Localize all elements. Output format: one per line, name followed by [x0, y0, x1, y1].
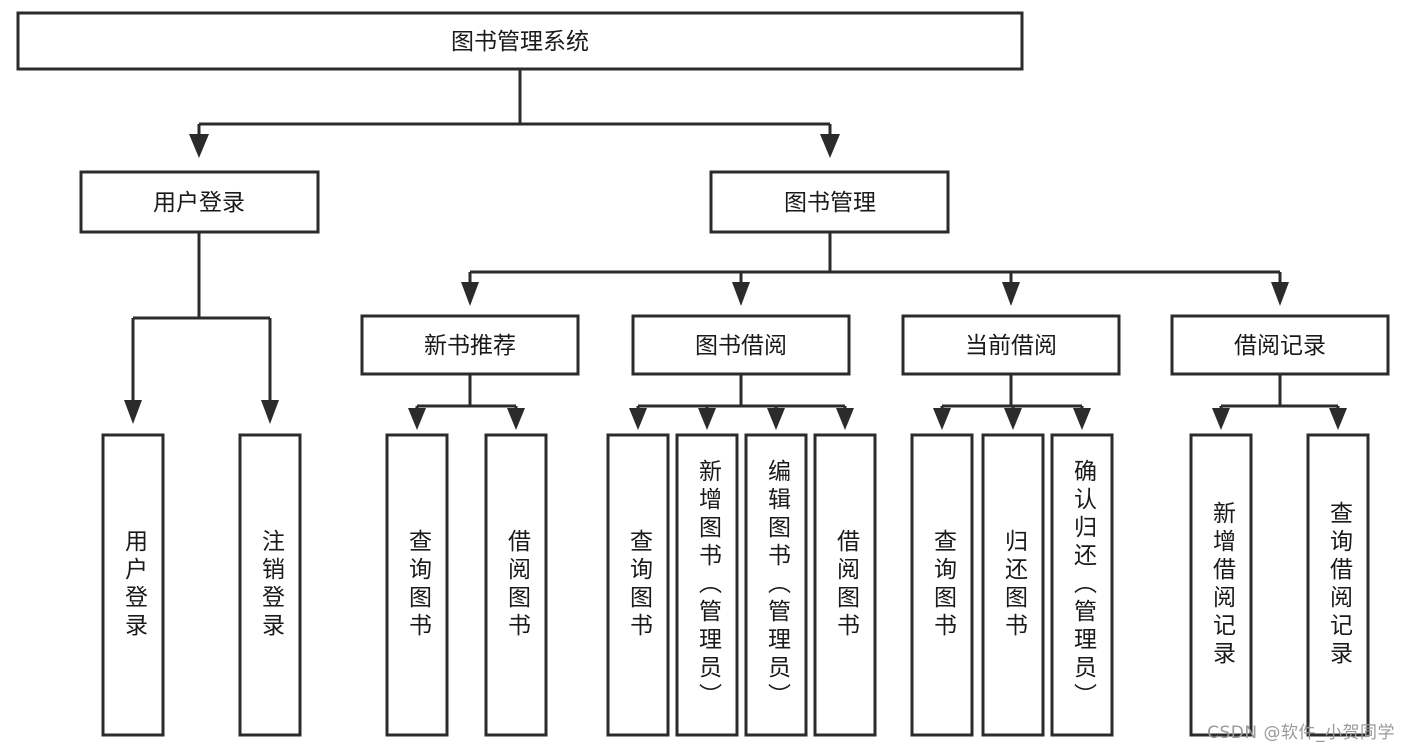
arrowhead-user-login — [189, 134, 209, 158]
arrowhead-leaf-query-borrow-record — [1329, 408, 1347, 430]
node-book-management[interactable]: 图书管理 — [709, 170, 950, 234]
arrowhead-leaf-edit-book-admin — [767, 408, 785, 430]
node-user-login-label: 用户登录 — [153, 190, 245, 216]
node-leaf-add-borrow-record-box[interactable] — [1189, 433, 1253, 737]
node-leaf-edit-book-admin-box[interactable] — [744, 433, 808, 737]
node-leaf-confirm-return-admin-box[interactable] — [1050, 433, 1114, 737]
node-book-borrow-label: 图书借阅 — [695, 333, 787, 359]
arrowhead-leaf-add-borrow-record — [1212, 408, 1230, 430]
node-leaf-logout-login-box[interactable] — [238, 433, 302, 737]
node-leaf-borrow-book-borrow-box[interactable] — [813, 433, 877, 737]
node-leaf-user-login-box[interactable] — [101, 433, 165, 737]
node-borrow-record-label: 借阅记录 — [1234, 333, 1326, 359]
connector-group-user-login-to-leaves — [124, 232, 279, 424]
node-new-book-recommend[interactable]: 新书推荐 — [360, 314, 580, 376]
arrowhead-leaf-query-book-borrow — [629, 408, 647, 430]
node-leaf-return-book-box[interactable] — [981, 433, 1045, 737]
arrowhead-leaf-user-login — [124, 400, 142, 424]
arrowhead-leaf-return-book — [1004, 408, 1022, 430]
arrowhead-leaf-confirm-return-admin — [1073, 408, 1091, 430]
node-current-borrow-label: 当前借阅 — [965, 333, 1057, 359]
arrowhead-borrow-record — [1271, 282, 1289, 306]
node-book-borrow[interactable]: 图书借阅 — [631, 314, 851, 376]
node-book-management-box[interactable] — [709, 170, 950, 234]
node-leaf-query-book-current-box[interactable] — [910, 433, 974, 737]
connector-group-book-borrow-to-leaves — [629, 374, 854, 430]
connector-group-borrow-record-to-leaves — [1212, 374, 1347, 430]
node-leaf-borrow-book-recommend-box[interactable] — [484, 433, 548, 737]
arrowhead-book-management — [820, 134, 840, 158]
node-root[interactable]: 图书管理系统 — [16, 11, 1024, 71]
node-leaf-query-book-borrow-box[interactable] — [606, 433, 670, 737]
arrowhead-current-borrow — [1002, 282, 1020, 306]
connector-group-new-book-recommend-to-leaves — [408, 374, 525, 430]
node-root-box[interactable] — [16, 11, 1024, 71]
node-book-borrow-box[interactable] — [631, 314, 851, 376]
node-leaf-query-borrow-record-box[interactable] — [1306, 433, 1370, 737]
connector-group-book-management-to-level3 — [461, 232, 1289, 306]
arrowhead-leaf-add-book-admin — [698, 408, 716, 430]
node-leaf-add-book-admin-box[interactable] — [675, 433, 739, 737]
arrowhead-leaf-borrow-book-recommend — [507, 408, 525, 430]
arrowhead-leaf-query-book-current — [933, 408, 951, 430]
arrowhead-leaf-query-book-recommend — [408, 408, 426, 430]
node-borrow-record[interactable]: 借阅记录 — [1170, 314, 1390, 376]
node-current-borrow-box[interactable] — [901, 314, 1121, 376]
node-borrow-record-box[interactable] — [1170, 314, 1390, 376]
leaf-box-group — [101, 433, 1370, 737]
node-new-book-recommend-box[interactable] — [360, 314, 580, 376]
connector-group-current-borrow-to-leaves — [933, 374, 1091, 430]
node-book-management-label: 图书管理 — [784, 190, 876, 216]
node-new-book-recommend-label: 新书推荐 — [424, 333, 516, 359]
node-current-borrow[interactable]: 当前借阅 — [901, 314, 1121, 376]
csdn-watermark: CSDN @软件_小贺同学 — [1207, 723, 1395, 743]
node-user-login-box[interactable] — [79, 170, 320, 234]
arrowhead-book-borrow — [732, 282, 750, 306]
node-user-login[interactable]: 用户登录 — [79, 170, 320, 234]
node-root-label: 图书管理系统 — [451, 29, 589, 55]
arrowhead-leaf-logout-login — [261, 400, 279, 424]
arrowhead-leaf-borrow-book-borrow — [836, 408, 854, 430]
arrowhead-new-book-recommend — [461, 282, 479, 306]
node-leaf-query-book-recommend-box[interactable] — [385, 433, 449, 737]
connector-group-root-to-level2 — [189, 69, 840, 158]
